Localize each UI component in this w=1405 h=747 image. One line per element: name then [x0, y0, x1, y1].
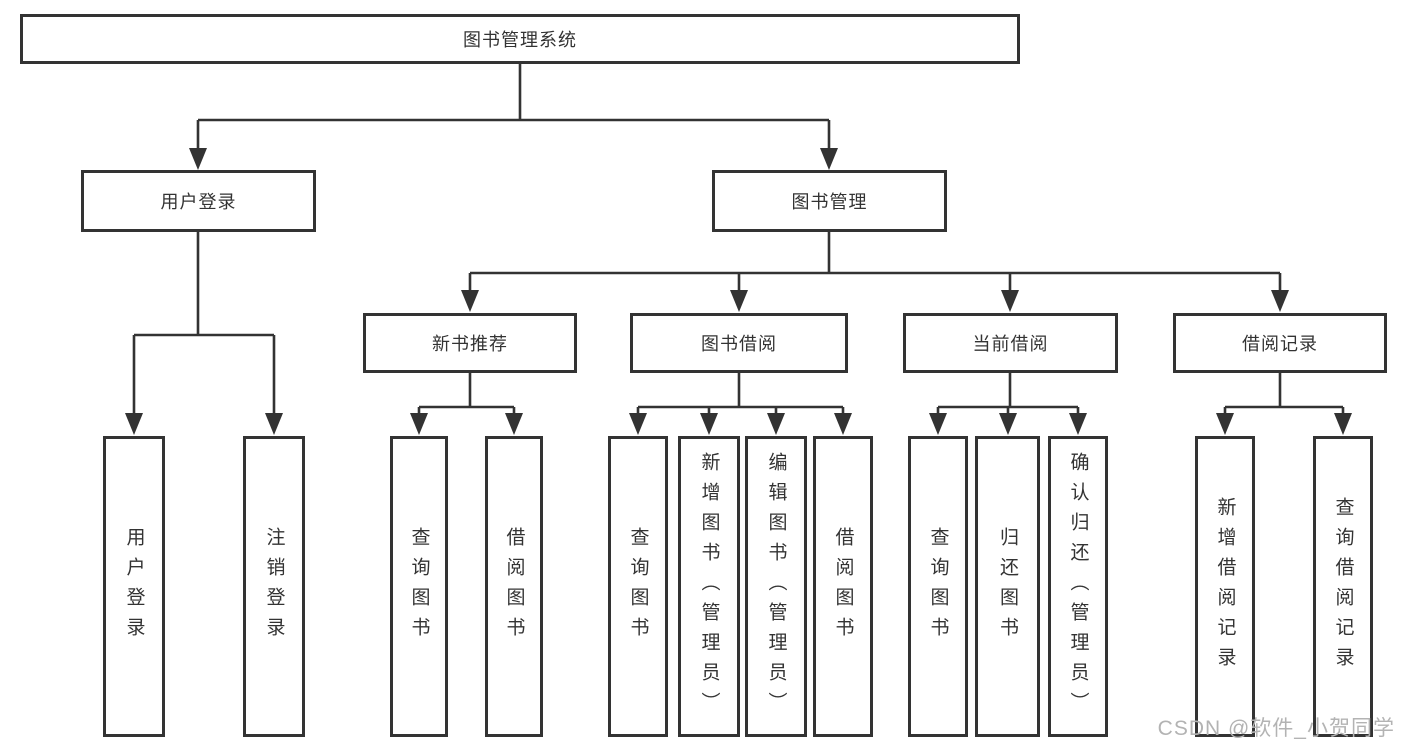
arrowhead-icon: [999, 413, 1017, 435]
node-library-management-system: 图书管理系统: [20, 14, 1020, 64]
node-borrowing-records: 借阅记录: [1173, 313, 1387, 373]
node-label: 新增借阅记录: [1214, 496, 1236, 677]
node-label: 图书管理系统: [463, 30, 577, 50]
csdn-watermark: CSDN @软件_小贺同学: [1157, 717, 1395, 740]
connector-borrowing-records-to-leaves: [1223, 373, 1345, 415]
arrowhead-icon: [629, 413, 647, 435]
arrowhead-icon: [767, 413, 785, 435]
leaf-nb-borrow-books: 借阅图书: [485, 436, 543, 737]
arrowhead-icon: [461, 290, 479, 312]
node-label: 借阅图书: [503, 526, 525, 647]
leaf-bb-edit-books-admin: 编辑图书（管理员）: [745, 436, 807, 737]
arrowhead-icon: [410, 413, 428, 435]
leaf-cb-return-books: 归还图书: [975, 436, 1040, 737]
connector-book-management-to-level3: [468, 232, 1282, 292]
arrowhead-icon: [125, 413, 143, 435]
node-label: 查询图书: [408, 526, 430, 647]
arrowhead-icon: [1271, 290, 1289, 312]
node-label: 确认归还（管理员）: [1067, 451, 1089, 722]
leaf-bb-add-books-admin: 新增图书（管理员）: [678, 436, 740, 737]
connector-book-borrowing-to-leaves: [636, 373, 845, 415]
arrowhead-icon: [834, 413, 852, 435]
connector-root-to-level2: [196, 64, 831, 150]
arrowhead-icon: [1334, 413, 1352, 435]
leaf-nb-query-books: 查询图书: [390, 436, 448, 737]
node-new-book-recommend: 新书推荐: [363, 313, 577, 373]
node-label: 用户登录: [123, 526, 145, 647]
node-label: 注销登录: [263, 526, 285, 647]
arrowhead-icon: [505, 413, 523, 435]
node-label: 借阅图书: [832, 526, 854, 647]
node-label: 当前借阅: [972, 334, 1049, 354]
node-current-borrowing: 当前借阅: [903, 313, 1118, 373]
leaf-bb-query-books: 查询图书: [608, 436, 668, 737]
leaf-cb-confirm-return-admin: 确认归还（管理员）: [1048, 436, 1108, 737]
arrowhead-icon: [700, 413, 718, 435]
connector-new-book-recommend-to-leaves: [417, 373, 516, 415]
node-label: 图书借阅: [701, 334, 777, 354]
node-label: 新增图书（管理员）: [698, 451, 720, 722]
node-label: 借阅记录: [1242, 334, 1318, 354]
arrowhead-icon: [189, 148, 207, 170]
node-label: 图书管理: [791, 192, 868, 212]
node-label: 查询借阅记录: [1332, 496, 1354, 677]
connector-current-borrowing-to-leaves: [936, 373, 1080, 415]
arrowhead-icon: [1216, 413, 1234, 435]
node-label: 新书推荐: [432, 334, 508, 354]
arrowhead-icon: [929, 413, 947, 435]
leaf-cb-query-books: 查询图书: [908, 436, 968, 737]
arrowhead-icon: [1069, 413, 1087, 435]
leaf-logout-login: 注销登录: [243, 436, 305, 737]
arrowhead-icon: [1001, 290, 1019, 312]
node-label: 归还图书: [997, 526, 1018, 647]
arrowhead-icon: [730, 290, 748, 312]
leaf-br-query-record: 查询借阅记录: [1313, 436, 1373, 737]
node-user-login: 用户登录: [81, 170, 316, 232]
node-label: 用户登录: [160, 192, 237, 212]
arrowhead-icon: [820, 148, 838, 170]
connector-user-login-to-leaves: [132, 232, 276, 415]
leaf-bb-borrow-books: 借阅图书: [813, 436, 873, 737]
node-label: 查询图书: [927, 526, 949, 647]
node-label: 编辑图书（管理员）: [765, 451, 787, 722]
arrowhead-icon: [265, 413, 283, 435]
node-book-borrowing: 图书借阅: [630, 313, 848, 373]
leaf-user-login: 用户登录: [103, 436, 165, 737]
node-book-management: 图书管理: [712, 170, 947, 232]
leaf-br-add-record: 新增借阅记录: [1195, 436, 1255, 737]
node-label: 查询图书: [627, 526, 649, 647]
